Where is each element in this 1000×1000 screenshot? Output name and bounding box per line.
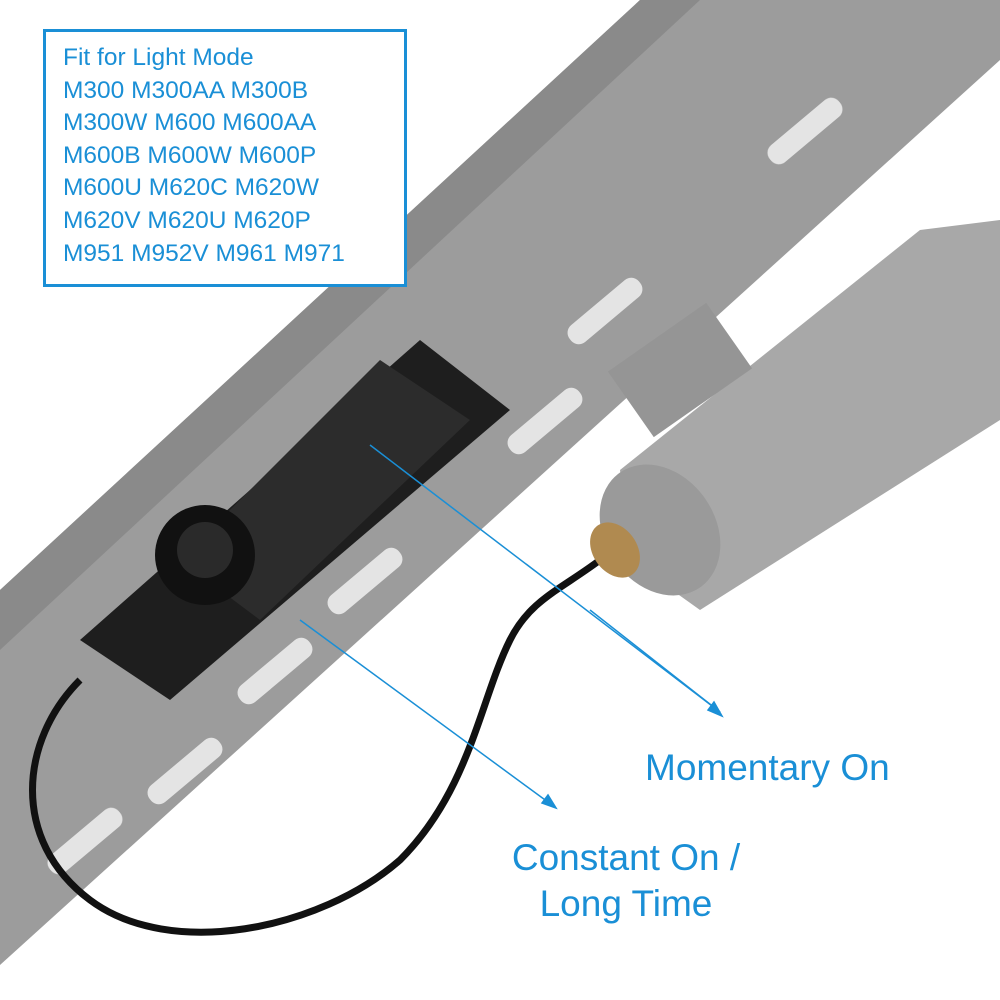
arrow-head-constant bbox=[540, 793, 558, 810]
compatibility-line: M300W M600 M600AA bbox=[63, 109, 317, 137]
compatibility-heading: Fit for Light Mode bbox=[63, 44, 254, 71]
compatibility-line: M951 M952V M961 M971 bbox=[63, 239, 345, 267]
pressure-switch bbox=[80, 340, 510, 700]
compatibility-line: M300 M300AA M300B bbox=[63, 76, 309, 104]
cable bbox=[29, 522, 640, 936]
compatibility-box: Fit for Light Mode M300 M300AA M300B M30… bbox=[43, 29, 407, 287]
callout-arrows bbox=[299, 444, 724, 810]
compatibility-line: M600U M620C M620W bbox=[63, 174, 319, 202]
constant-on-label: Constant On / Long Time bbox=[488, 835, 764, 927]
arrow-head-momentary bbox=[706, 700, 724, 718]
compatibility-line: M620V M620U M620P bbox=[63, 206, 311, 234]
constant-on-line1: Constant On / bbox=[511, 837, 741, 878]
picatinny-rail bbox=[0, 0, 1000, 965]
compatibility-line: M600B M600W M600P bbox=[63, 141, 317, 169]
momentary-on-label: Momentary On bbox=[645, 747, 890, 788]
constant-on-line2: Long Time bbox=[539, 883, 713, 924]
